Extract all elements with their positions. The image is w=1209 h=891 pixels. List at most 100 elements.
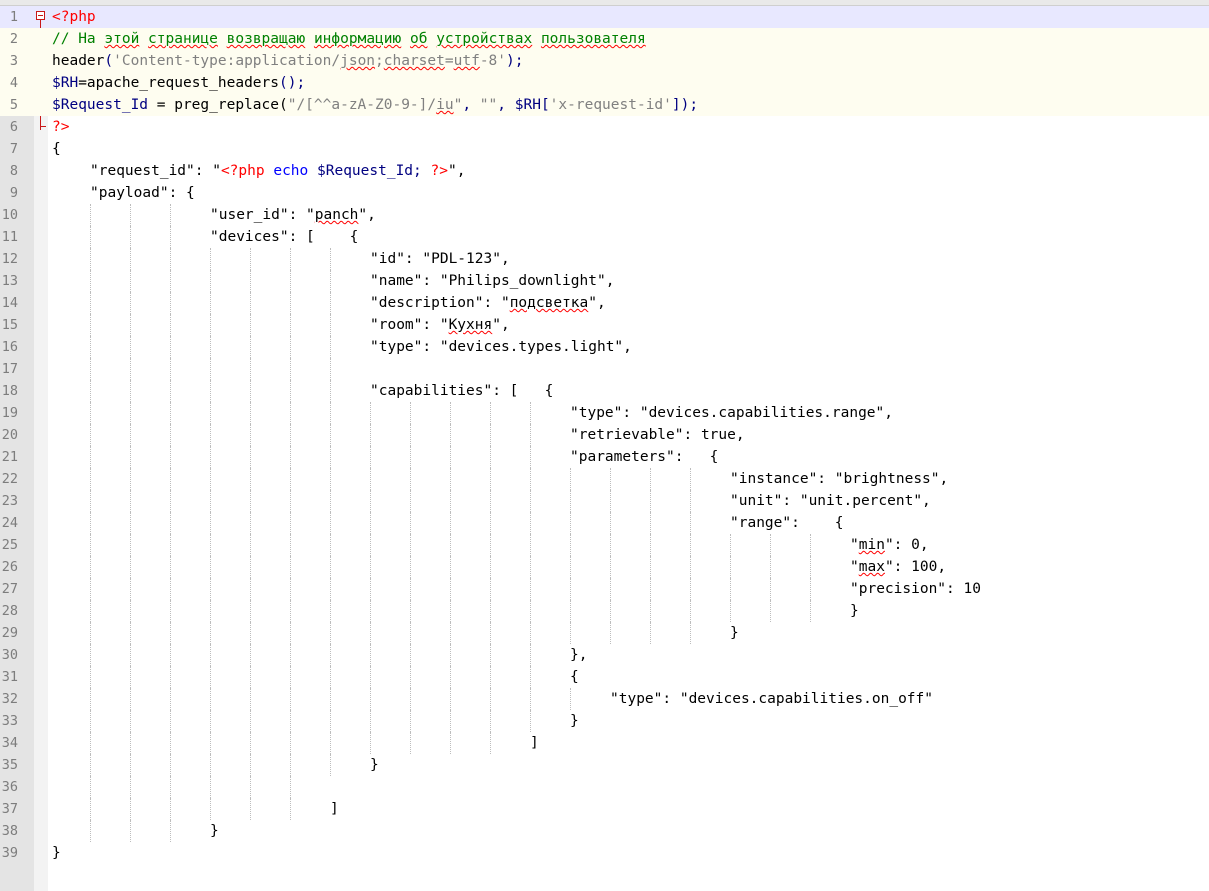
line-number: 26 (1, 559, 18, 575)
indent-guide (130, 336, 131, 358)
code-line-7[interactable]: 7 { (0, 138, 1209, 160)
code-line-33[interactable]: 33 } (0, 710, 1209, 732)
indent-guide (290, 314, 291, 336)
code-line-16[interactable]: 16 "type": "devices.types.light", (0, 336, 1209, 358)
indent-guide (490, 402, 491, 424)
line-number: 34 (1, 735, 18, 751)
indent-guide (530, 600, 531, 622)
indent-guide (170, 578, 171, 600)
code-line-31[interactable]: 31 { (0, 666, 1209, 688)
indent-guide (90, 424, 91, 446)
indent-guide (170, 666, 171, 688)
code-line-30[interactable]: 30 }, (0, 644, 1209, 666)
indent-guide (610, 622, 611, 644)
code-line-1[interactable]: 1 <?php (0, 6, 1209, 130)
indent-guide (330, 336, 331, 358)
code-line-27[interactable]: 27 "precision": 10 (0, 578, 1209, 600)
fold-minus-icon[interactable] (36, 11, 45, 20)
code-line-35[interactable]: 35 } (0, 754, 1209, 776)
code-line-11[interactable]: 11 "devices": [ { (0, 226, 1209, 248)
line-number: 33 (1, 713, 18, 729)
code-text: "id": "PDL-123", (370, 251, 510, 267)
indent-guide (170, 424, 171, 446)
indent-guide (650, 534, 651, 556)
code-line-18[interactable]: 18 "capabilities": [ { (0, 380, 1209, 402)
indent-guide (90, 666, 91, 688)
code-line-26[interactable]: 26 "max": 100, (0, 556, 1209, 578)
indent-guide (330, 490, 331, 512)
code-line-25[interactable]: 25 "min": 0, (0, 534, 1209, 556)
indent-guide (90, 820, 91, 842)
indent-guide (530, 446, 531, 468)
code-line-20[interactable]: 20 "retrievable": true, (0, 424, 1209, 446)
indent-guide (450, 512, 451, 534)
indent-guide (90, 358, 91, 380)
indent-guide (330, 446, 331, 468)
indent-guide (570, 556, 571, 578)
line-number: 7 (9, 141, 18, 157)
indent-guide (290, 732, 291, 754)
line-number: 6 (9, 119, 18, 135)
indent-guide (410, 534, 411, 556)
indent-guide (250, 446, 251, 468)
code-line-10[interactable]: 10 "user_id": "panch", (0, 204, 1209, 226)
code-line-21[interactable]: 21 "parameters": { (0, 446, 1209, 468)
indent-guide (90, 798, 91, 820)
code-line-37[interactable]: 37 ] (0, 798, 1209, 820)
indent-guide (450, 490, 451, 512)
code-line-15[interactable]: 15 "room": "Кухня", (0, 314, 1209, 336)
code-text: $Request_Id = preg_replace("/[^^a-zA-Z0-… (52, 97, 699, 113)
code-line-12[interactable]: 12 "id": "PDL-123", (0, 248, 1209, 270)
indent-guide (690, 600, 691, 622)
line-number: 17 (1, 361, 18, 377)
indent-guide (330, 248, 331, 270)
indent-guide (410, 402, 411, 424)
code-line-19[interactable]: 19 "type": "devices.capabilities.range", (0, 402, 1209, 424)
code-line-29[interactable]: 29 } (0, 622, 1209, 644)
indent-guide (90, 468, 91, 490)
indent-guide (170, 644, 171, 666)
indent-guide (290, 622, 291, 644)
code-text: "type": "devices.capabilities.on_off" (610, 691, 934, 707)
code-line-9[interactable]: 9 "payload": { (0, 182, 1209, 204)
code-text: } (370, 757, 379, 773)
code-line-28[interactable]: 28 } (0, 600, 1209, 622)
code-line-2[interactable]: 2 // На этой странице возвращаю информац… (0, 28, 1209, 50)
indent-guide (490, 732, 491, 754)
code-line-3[interactable]: 3 header('Content-type:application/json;… (0, 50, 1209, 72)
code-line-6[interactable]: 6 ?> (0, 116, 1209, 138)
indent-guide (170, 732, 171, 754)
indent-guide (290, 270, 291, 292)
code-line-8[interactable]: 8 "request_id": "<?php echo $Request_Id;… (0, 160, 1209, 182)
code-line-24[interactable]: 24 "range": { (0, 512, 1209, 534)
indent-guide (490, 556, 491, 578)
code-line-34[interactable]: 34 ] (0, 732, 1209, 754)
code-text: "user_id": "panch", (210, 207, 376, 223)
code-line-22[interactable]: 22 "instance": "brightness", (0, 468, 1209, 490)
code-line-36[interactable]: 36 (0, 776, 1209, 798)
code-text: "capabilities": [ { (370, 383, 554, 399)
line-number: 23 (1, 493, 18, 509)
code-text: "type": "devices.capabilities.range", (570, 405, 894, 421)
line-number: 1 (9, 9, 18, 25)
code-lines[interactable]: 1 <?php 2 // На этой странице возвращаю … (0, 6, 1209, 864)
code-line-38[interactable]: 38 } (0, 820, 1209, 842)
indent-guide (130, 226, 131, 248)
code-line-39[interactable]: 39 } (0, 842, 1209, 864)
code-line-4[interactable]: 4 $RH=apache_request_headers(); (0, 72, 1209, 94)
indent-guide (330, 380, 331, 402)
code-line-14[interactable]: 14 "description": "подсветка", (0, 292, 1209, 314)
indent-guide (130, 710, 131, 732)
code-line-17[interactable]: 17 (0, 358, 1209, 380)
indent-guide (130, 556, 131, 578)
code-line-23[interactable]: 23 "unit": "unit.percent", (0, 490, 1209, 512)
code-line-5[interactable]: 5 $Request_Id = preg_replace("/[^^a-zA-Z… (0, 94, 1209, 116)
indent-guide (90, 270, 91, 292)
indent-guide (130, 358, 131, 380)
code-line-32[interactable]: 32 "type": "devices.capabilities.on_off" (0, 688, 1209, 710)
indent-guide (170, 534, 171, 556)
indent-guide (130, 248, 131, 270)
indent-guide (170, 710, 171, 732)
code-line-13[interactable]: 13 "name": "Philips_downlight", (0, 270, 1209, 292)
